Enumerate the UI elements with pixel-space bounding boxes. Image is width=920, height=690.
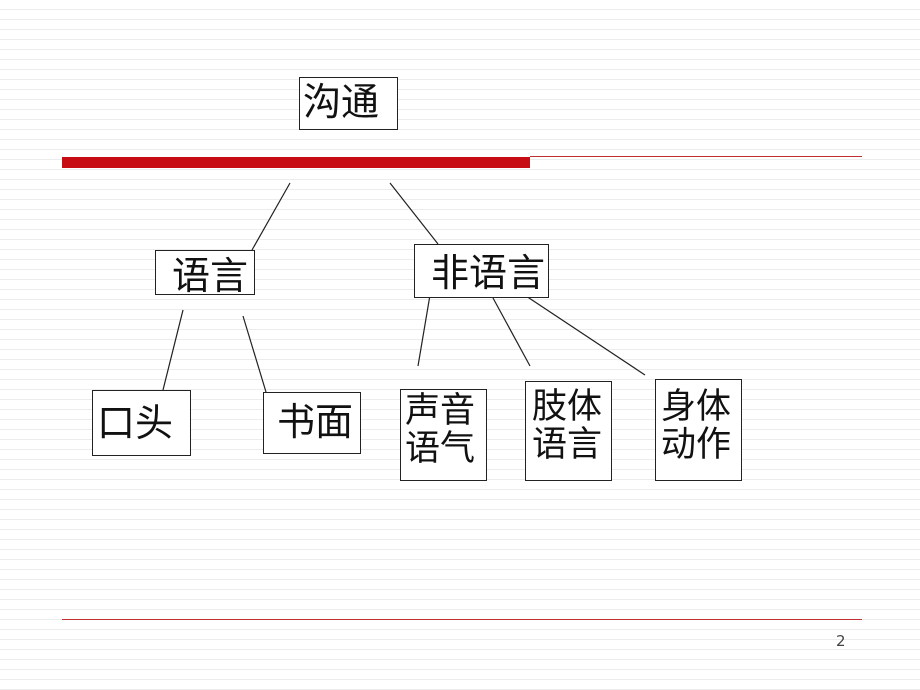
node-verbal-label: 语言 <box>172 254 249 295</box>
node-nonverbal: 非语言 <box>414 244 549 298</box>
node-verbal: 语言 <box>155 250 255 295</box>
node-voice: 声音 语气 <box>400 389 487 481</box>
node-written: 书面 <box>263 392 361 454</box>
edge-nonverbal-bodylang <box>492 297 531 367</box>
node-oral-label: 口头 <box>97 401 174 445</box>
node-root-label: 沟通 <box>303 80 380 124</box>
title-divider-line <box>530 156 862 157</box>
node-body-movement-line2: 动作 <box>661 425 732 465</box>
title-accent-bar <box>62 157 530 168</box>
node-written-label: 书面 <box>277 400 354 444</box>
edge-nonverbal-bodymove <box>516 289 646 376</box>
edge-verbal-written <box>242 315 267 393</box>
node-oral: 口头 <box>92 390 191 456</box>
node-body-language-line2: 语言 <box>532 425 603 465</box>
edge-root-nonverbal <box>389 182 439 245</box>
edge-root-verbal <box>251 182 291 251</box>
node-body-movement: 身体 动作 <box>655 379 742 481</box>
page-number: 2 <box>836 632 846 650</box>
edge-verbal-oral <box>162 309 184 391</box>
node-voice-line2: 语气 <box>405 429 476 469</box>
node-body-movement-line1: 身体 <box>661 387 732 427</box>
node-body-language: 肢体 语言 <box>525 381 612 481</box>
node-nonverbal-label: 非语言 <box>431 251 546 295</box>
edge-nonverbal-voice <box>417 294 431 367</box>
footer-divider-line <box>62 619 862 620</box>
node-root: 沟通 <box>299 77 398 130</box>
node-body-language-line1: 肢体 <box>532 387 603 427</box>
node-voice-line1: 声音 <box>405 391 476 431</box>
